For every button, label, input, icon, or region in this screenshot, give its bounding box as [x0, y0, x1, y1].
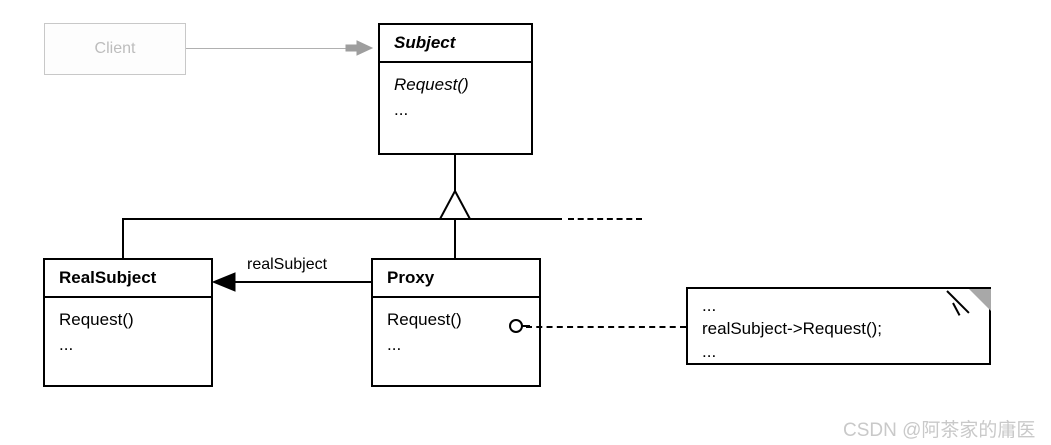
connector-bus-to-realsubject: [122, 218, 124, 260]
class-box-realsubject[interactable]: RealSubject Request() ...: [43, 258, 213, 387]
note-line-1: ...: [702, 296, 717, 315]
note-box[interactable]: ... realSubject->Request(); ...: [686, 287, 991, 365]
operation-subject-ellipsis: ...: [394, 99, 409, 119]
operation-proxy-request: Request(): [387, 310, 462, 329]
note-line-3: ...: [702, 341, 717, 361]
note-line-2: realSubject->Request();: [702, 318, 883, 338]
compartment-operations-proxy: Request() ...: [373, 298, 539, 365]
class-name-client: Client: [94, 40, 136, 57]
operation-subject-request: Request(): [394, 75, 469, 94]
class-name-proxy: Proxy: [373, 260, 539, 298]
generalization-bus: [122, 218, 562, 220]
connector-proxy-request-to-note: [526, 326, 686, 328]
compartment-operations-realsubject: Request() ...: [45, 298, 211, 365]
watermark-text: CSDN @阿茶家的庸医: [843, 420, 1036, 441]
operation-realsubject-ellipsis: ...: [59, 334, 74, 354]
association-label-realsubject: realSubject: [247, 256, 328, 273]
operation-proxy-ellipsis: ...: [387, 334, 402, 354]
connector-subject-stem: [454, 155, 456, 193]
class-name-subject: Subject: [380, 25, 531, 63]
generalization-bus-dashed-continuation: [568, 218, 642, 220]
connector-client-to-subject: [186, 48, 360, 49]
connector-bus-to-proxy: [454, 218, 456, 260]
class-name-realsubject: RealSubject: [45, 260, 211, 298]
note-folded-corner-icon: [969, 289, 991, 311]
class-box-subject[interactable]: Subject Request() ...: [378, 23, 533, 155]
connector-proxy-to-realsubject: [215, 281, 371, 283]
class-box-client[interactable]: Client: [44, 23, 186, 75]
class-box-proxy[interactable]: Proxy Request() ...: [371, 258, 541, 387]
generalization-triangle-icon: [438, 188, 472, 220]
compartment-operations-subject: Request() ...: [380, 63, 531, 130]
operation-realsubject-request: Request(): [59, 310, 134, 329]
note-content: ... realSubject->Request(); ...: [688, 289, 989, 370]
